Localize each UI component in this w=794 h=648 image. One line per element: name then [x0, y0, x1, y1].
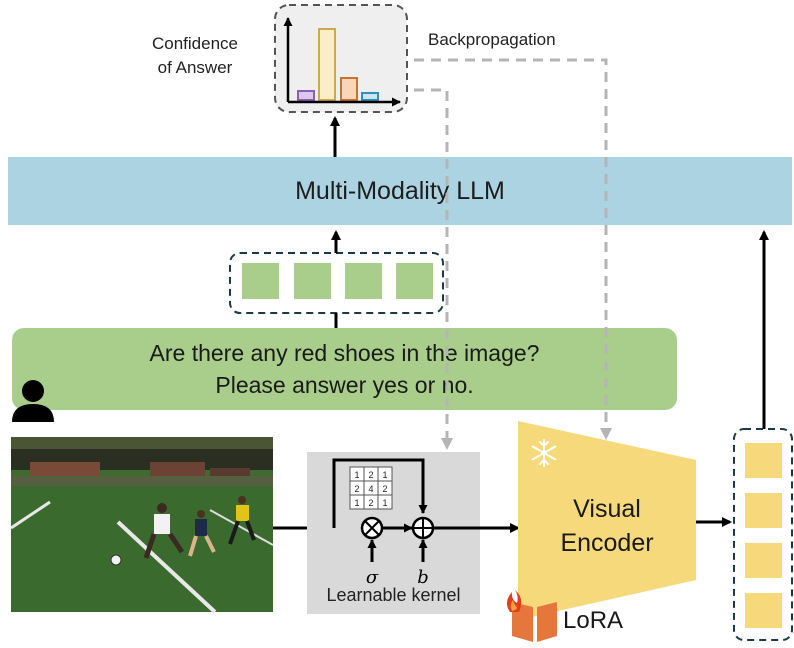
- kernel-cell: 2: [382, 484, 387, 494]
- kernel-cell: 2: [354, 484, 359, 494]
- llm-label: Multi-Modality LLM: [295, 176, 505, 205]
- visual-encoder-line-2: Encoder: [560, 529, 654, 557]
- visual-token: [745, 443, 782, 478]
- text-token: [242, 263, 279, 299]
- kernel-cell: 4: [368, 484, 373, 494]
- kernel-cell: 1: [382, 470, 387, 480]
- lora-label: LoRA: [563, 607, 624, 634]
- kernel-cell: 2: [368, 498, 373, 508]
- learnable-kernel-panel: 1 2 1 2 4 2 1 2 1 σ b: [307, 452, 480, 614]
- prompt-line-2: Please answer yes or no.: [215, 372, 474, 398]
- chart-bar-1: [297, 90, 315, 101]
- prompt-line-1: Are there any red shoes in the image?: [149, 340, 540, 366]
- confidence-label-line-1: Confidence: [151, 34, 238, 53]
- confidence-label-line-2: of Answer: [157, 58, 233, 77]
- chart-bar-4: [361, 92, 379, 101]
- snowflake-icon: [531, 439, 557, 467]
- kernel-matrix: 1 2 1 2 4 2 1 2 1: [354, 470, 387, 508]
- kernel-cell: 1: [354, 498, 359, 508]
- flame-icon: [506, 590, 522, 612]
- backprop-arrow-encoder: [414, 58, 612, 440]
- prompt-text: Are there any red shoes in the image? Pl…: [12, 328, 677, 410]
- b-symbol: b: [417, 567, 429, 588]
- visual-token-group: [733, 428, 793, 641]
- text-token: [396, 263, 433, 299]
- text-token-group: [229, 252, 444, 314]
- bar-chart-icon: [274, 4, 408, 113]
- visual-encoder-label: Visual Encoder: [518, 492, 696, 560]
- text-token: [294, 263, 331, 299]
- chart-bar-2: [318, 28, 336, 101]
- user-icon: [12, 380, 54, 422]
- visual-encoder: [518, 421, 696, 620]
- kernel-cell: 1: [354, 470, 359, 480]
- sigma-symbol: σ: [366, 567, 379, 588]
- llm-block: [8, 157, 792, 225]
- learnable-kernel-label: Learnable kernel: [326, 585, 461, 605]
- prompt-box: [12, 328, 677, 410]
- chart-bar-3: [340, 77, 358, 101]
- visual-token: [745, 543, 782, 578]
- visual-token: [745, 493, 782, 528]
- visual-encoder-line-1: Visual: [573, 495, 641, 523]
- confidence-label: Confidence of Answer: [120, 32, 270, 80]
- visual-token: [745, 593, 782, 628]
- soccer-photo: [10, 437, 274, 614]
- text-token: [345, 263, 382, 299]
- kernel-cell: 1: [382, 498, 387, 508]
- backpropagation-label: Backpropagation: [428, 30, 556, 49]
- kernel-cell: 2: [368, 470, 373, 480]
